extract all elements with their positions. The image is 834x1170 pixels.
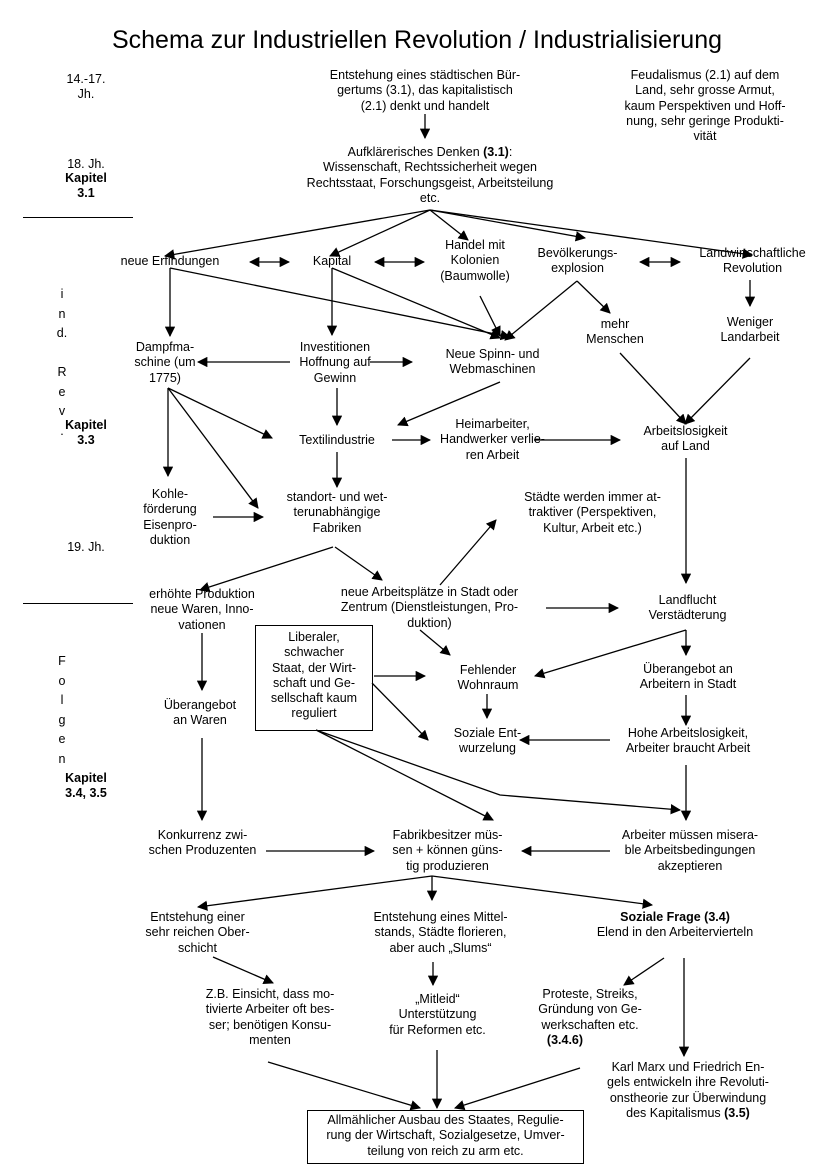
vert2-letter: o xyxy=(58,673,66,688)
node-wohnraum: Fehlender Wohnraum xyxy=(457,663,519,693)
timeline-14-17: 14.-17. Jh. xyxy=(66,72,106,101)
node-fabrikbesitzer: Fabrikbesitzer müs- sen + können güns- t… xyxy=(392,828,503,873)
node-textilindustrie: Textilindustrie xyxy=(299,433,375,447)
node-bevoelkerung: Bevölkerungs- explosion xyxy=(537,246,618,276)
liberal-state-box xyxy=(255,625,373,731)
node-staedte: Städte werden immer at- traktiver (Persp… xyxy=(524,490,661,535)
node-proteste: Proteste, Streiks, Gründung von Ge- werk… xyxy=(515,987,665,1048)
diagram-title: Schema zur Industriellen Revolution / In… xyxy=(111,26,723,54)
node-arbeiter-miserabel: Arbeiter müssen misera- ble Arbeitsbedin… xyxy=(621,828,759,873)
node-landwirtschaft: Landwirtschaftliche Revolution xyxy=(699,246,806,276)
node-marx: Karl Marx und Friedrich En- gels entwick… xyxy=(588,1060,788,1121)
timeline-19: 19. Jh. xyxy=(67,540,105,554)
aufklaerung-text: Aufklärerisches Denken xyxy=(347,145,484,159)
aufklaerung-chapter: (3.1) xyxy=(483,145,509,159)
vert2-letter: e xyxy=(58,732,66,746)
vert2-letter: F xyxy=(58,654,66,668)
reform-box xyxy=(307,1110,584,1164)
node-buergertum: Entstehung eines städtischen Bür- gertum… xyxy=(329,68,521,113)
node-ueberangebot-arbeiter: Überangebot an Arbeitern in Stadt xyxy=(639,662,737,692)
vert1-letter: . xyxy=(60,423,64,438)
vert1-letter: d. xyxy=(56,326,68,340)
node-handel: Handel mit Kolonien (Baumwolle) xyxy=(440,238,510,283)
marx-text: Karl Marx und Friedrich En- gels entwick… xyxy=(607,1060,769,1120)
vert2-letter: g xyxy=(58,712,66,727)
timeline-kapitel-3-1: Kapitel 3.1 xyxy=(65,171,107,200)
node-kohle: Kohle- förderung Eisenpro- duktion xyxy=(143,487,197,547)
timeline-kapitel-3-4-3-5: Kapitel 3.4, 3.5 xyxy=(65,771,107,800)
node-mittelstand: Entstehung eines Mittel- stands, Städte … xyxy=(373,910,508,955)
vert1-letter: i xyxy=(60,287,64,301)
vert2-letter: n xyxy=(58,751,66,766)
aufklaerung-detail: : Wissenschaft, Rechtssicherheit wegen R… xyxy=(306,145,554,205)
soziale-frage-detail: Elend in den Arbeitervierteln xyxy=(596,925,754,940)
vert2-letter: l xyxy=(60,693,64,707)
node-kapital: Kapital xyxy=(312,254,352,268)
node-liberaler-staat: Liberaler, schwacher Staat, der Wirt- sc… xyxy=(270,630,358,721)
node-konkurrenz: Konkurrenz zwi- schen Produzenten xyxy=(148,828,257,858)
timeline-18: 18. Jh. xyxy=(67,157,105,171)
node-erfindungen: neue Erfindungen xyxy=(120,254,220,268)
vert1-letter: n xyxy=(58,306,66,321)
node-mehr-menschen: mehr Menschen xyxy=(586,317,644,347)
vert1-letter: R xyxy=(57,365,67,379)
timeline-divider-2 xyxy=(23,603,133,604)
node-dampfmaschine: Dampfma- schine (um 1775) xyxy=(134,340,196,385)
node-oberschicht: Entstehung einer sehr reichen Ober- schi… xyxy=(145,910,250,955)
node-aufklaerung: Aufklärerisches Denken (3.1): Wissenscha… xyxy=(270,145,590,206)
node-spinnmaschinen: Neue Spinn- und Webmaschinen xyxy=(445,347,540,377)
soziale-frage-label: Soziale Frage xyxy=(620,910,705,924)
node-weniger-landarbeit: Weniger Landarbeit xyxy=(720,315,780,345)
proteste-chapter: (3.4.6) xyxy=(546,1032,584,1047)
timeline-kapitel-3-3: Kapitel 3.3 xyxy=(65,418,107,447)
node-produktion: erhöhte Produktion neue Waren, Inno- vat… xyxy=(149,587,255,632)
vert1-letter: e xyxy=(58,384,66,399)
node-feudalismus: Feudalismus (2.1) auf dem Land, sehr gro… xyxy=(624,68,786,144)
node-ausbau-staat: Allmählicher Ausbau des Staates, Regulie… xyxy=(326,1113,565,1158)
node-arbeitsplaetze: neue Arbeitsplätze in Stadt oder Zentrum… xyxy=(340,585,519,630)
soziale-frage-chapter: (3.4) xyxy=(704,910,730,924)
vert1-letter: v xyxy=(58,404,66,418)
node-arbeitslos-land: Arbeitslosigkeit auf Land xyxy=(643,424,728,454)
node-hohe-arbeitslosigkeit: Hohe Arbeitslosigkeit, Arbeiter braucht … xyxy=(625,726,751,756)
node-einsicht: Z.B. Einsicht, dass mo- tivierte Arbeite… xyxy=(205,987,335,1047)
node-ueberangebot-waren: Überangebot an Waren xyxy=(163,698,237,728)
node-landflucht: Landflucht Verstädterung xyxy=(648,593,727,623)
node-soziale-frage: Soziale Frage (3.4) Elend in den Arbeite… xyxy=(575,910,775,941)
node-investitionen: Investitionen Hoffnung auf Gewinn xyxy=(299,340,371,385)
marx-chapter: (3.5) xyxy=(724,1105,750,1120)
node-mitleid: „Mitleid“ Unterstützung für Reformen etc… xyxy=(389,992,486,1037)
proteste-text: Proteste, Streiks, Gründung von Ge- werk… xyxy=(538,987,642,1032)
timeline-divider-1 xyxy=(23,217,133,218)
node-fabriken: standort- und wet- terunabhängige Fabrik… xyxy=(286,490,388,535)
node-entwurzelung: Soziale Ent- wurzelung xyxy=(453,726,522,756)
node-heimarbeiter: Heimarbeiter, Handwerker verlie- ren Arb… xyxy=(440,417,545,462)
